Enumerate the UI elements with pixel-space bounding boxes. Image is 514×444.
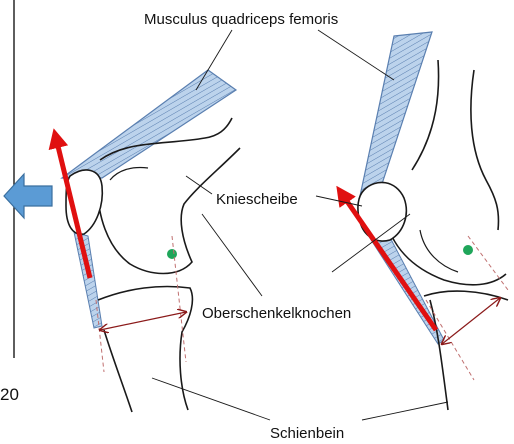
label-femur: Oberschenkelknochen: [202, 305, 351, 322]
left-tibia-outline: [98, 287, 192, 413]
right-lever-arm: [442, 298, 500, 344]
right-femur-condyle: [420, 230, 458, 272]
right-pivot-point: [463, 245, 473, 255]
left-pivot-point: [167, 249, 177, 259]
right-axis-line: [468, 236, 508, 290]
right-patella: [358, 182, 406, 241]
left-arrow-icon: [4, 174, 52, 218]
label-patella: Kniescheibe: [216, 191, 298, 208]
right-tibia-outline: [424, 291, 508, 410]
leader-tibia-left: [152, 378, 270, 420]
leader-femur-left: [202, 214, 262, 296]
left-lever-arm: [100, 312, 186, 330]
left-patellar-tendon: [74, 232, 102, 328]
left-quadriceps-muscle: [62, 70, 236, 178]
right-knee-figure: [342, 32, 508, 410]
label-tibia: Schienbein: [270, 425, 344, 442]
corner-number: 20: [0, 385, 19, 404]
left-knee-figure: [56, 70, 240, 412]
leader-tibia-right: [362, 402, 448, 420]
leader-patella-right: [316, 196, 362, 206]
label-quadriceps: Musculus quadriceps femoris: [144, 11, 338, 28]
leader-quadriceps-right: [318, 30, 394, 80]
right-quadriceps-muscle: [360, 32, 432, 196]
